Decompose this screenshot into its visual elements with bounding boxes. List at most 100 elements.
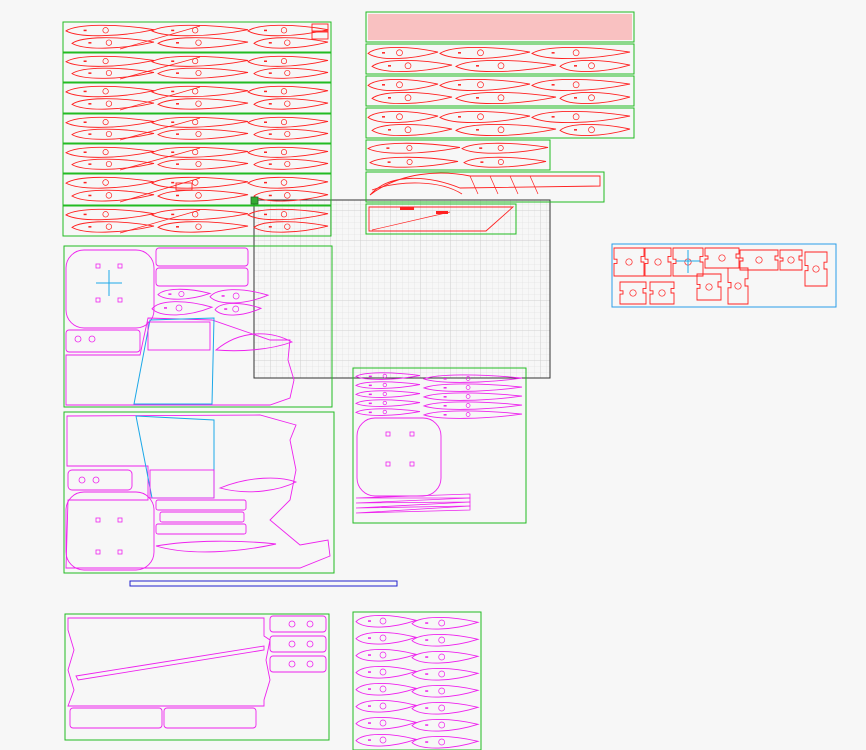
rib-hole [105, 223, 113, 230]
rib-label-mark [83, 151, 87, 153]
rib-part [411, 651, 480, 664]
group-frame [365, 203, 517, 235]
rib-part [65, 85, 155, 98]
rib-label-mark [88, 42, 92, 44]
rib-hole [102, 179, 109, 186]
rib-label-mark [88, 133, 92, 135]
slot-mark [117, 517, 123, 523]
rib-part [253, 128, 329, 140]
rib-hole [588, 126, 595, 134]
rib-hole [102, 58, 109, 65]
rib-part [65, 55, 155, 67]
base-strip-part [69, 707, 163, 729]
blue-spar-strip[interactable] [129, 580, 398, 587]
bulkhead-part [649, 281, 675, 305]
strip-part [119, 25, 201, 50]
rib-part [355, 717, 418, 730]
rib-part [422, 392, 523, 401]
panel-label-mark [436, 211, 448, 214]
red-fuselage-strips-group[interactable] [365, 11, 635, 203]
magenta-ribs-group-1[interactable] [352, 367, 527, 524]
rib-part [355, 700, 418, 713]
diagonal-line [371, 211, 451, 231]
rib-label-mark [368, 393, 372, 396]
group-frame [63, 411, 335, 574]
rib-hole [404, 62, 412, 70]
rib-hole [102, 149, 109, 156]
rib-part [367, 46, 439, 60]
rib-label-mark [387, 161, 391, 163]
red-wing-ribs-group[interactable] [62, 21, 332, 237]
rib-part [422, 401, 523, 410]
selected-parts-group[interactable] [611, 243, 837, 308]
rib-label-mark [268, 72, 272, 74]
rib-part [65, 24, 155, 37]
rib-hole [105, 69, 112, 77]
bulkhead-hole [654, 258, 662, 266]
rib-part [253, 67, 329, 79]
rib-label-mark [88, 163, 92, 165]
inner-panel-part [147, 321, 211, 351]
rib-label-mark [368, 722, 371, 724]
rib-part [247, 55, 329, 67]
bulkhead-hole [787, 256, 795, 264]
rib-hole [102, 27, 109, 34]
selection-handle[interactable] [250, 196, 259, 205]
slot-mark [117, 263, 123, 269]
rib-hole [379, 617, 387, 625]
rib-hole [102, 119, 109, 126]
rib-strip-part [155, 499, 247, 511]
rib-part [247, 116, 329, 128]
rib-part [371, 91, 453, 105]
rib-hole [195, 69, 202, 77]
rib-part [71, 189, 155, 202]
rib-label-mark [368, 411, 372, 414]
rib-part [71, 221, 155, 233]
rib-label-mark [264, 29, 267, 32]
rib-hole [284, 130, 291, 138]
tab-hole [74, 335, 82, 343]
spar-part [129, 580, 398, 587]
bulkhead-part [804, 251, 828, 287]
bulkhead-part [704, 247, 740, 269]
bulkhead-hole [718, 254, 726, 262]
rib-part [559, 59, 631, 73]
rib-label-mark [388, 129, 391, 131]
rib-part [151, 146, 249, 158]
rib-label-mark [171, 29, 175, 32]
rib-hole [284, 160, 291, 168]
strip-part [119, 56, 201, 80]
group-frame [611, 243, 837, 308]
group-frame [365, 75, 635, 107]
rib-label-mark [83, 121, 87, 123]
rib-hole [379, 668, 387, 676]
bulkhead-hole [755, 256, 763, 264]
magenta-ribs-group-2[interactable] [352, 611, 482, 750]
magenta-frame-group[interactable] [64, 613, 330, 741]
rib-hole [438, 619, 446, 627]
rib-hole [438, 687, 446, 695]
rib-hole [379, 702, 387, 710]
rib-label-mark [264, 90, 267, 93]
magenta-bulkhead-group-1[interactable] [63, 245, 333, 408]
rib-label-mark [368, 637, 371, 639]
rib-part [71, 158, 155, 170]
rib-label-mark [476, 129, 479, 131]
magenta-bulkhead-group-2[interactable] [63, 411, 335, 574]
rib-part [355, 381, 421, 389]
group-frame [62, 21, 332, 53]
slot-mark [409, 461, 415, 467]
rib-label-mark [176, 194, 179, 197]
rib-part [411, 736, 480, 749]
rib-hole [284, 192, 291, 199]
red-small-panel-group[interactable] [365, 203, 517, 235]
slot-mark [385, 461, 391, 467]
tag-part [311, 23, 329, 32]
rib-hole [195, 160, 202, 168]
material-sheet[interactable] [253, 199, 551, 379]
rib-hole [438, 704, 446, 712]
rib-hole [572, 49, 580, 57]
rib-part [151, 24, 249, 37]
